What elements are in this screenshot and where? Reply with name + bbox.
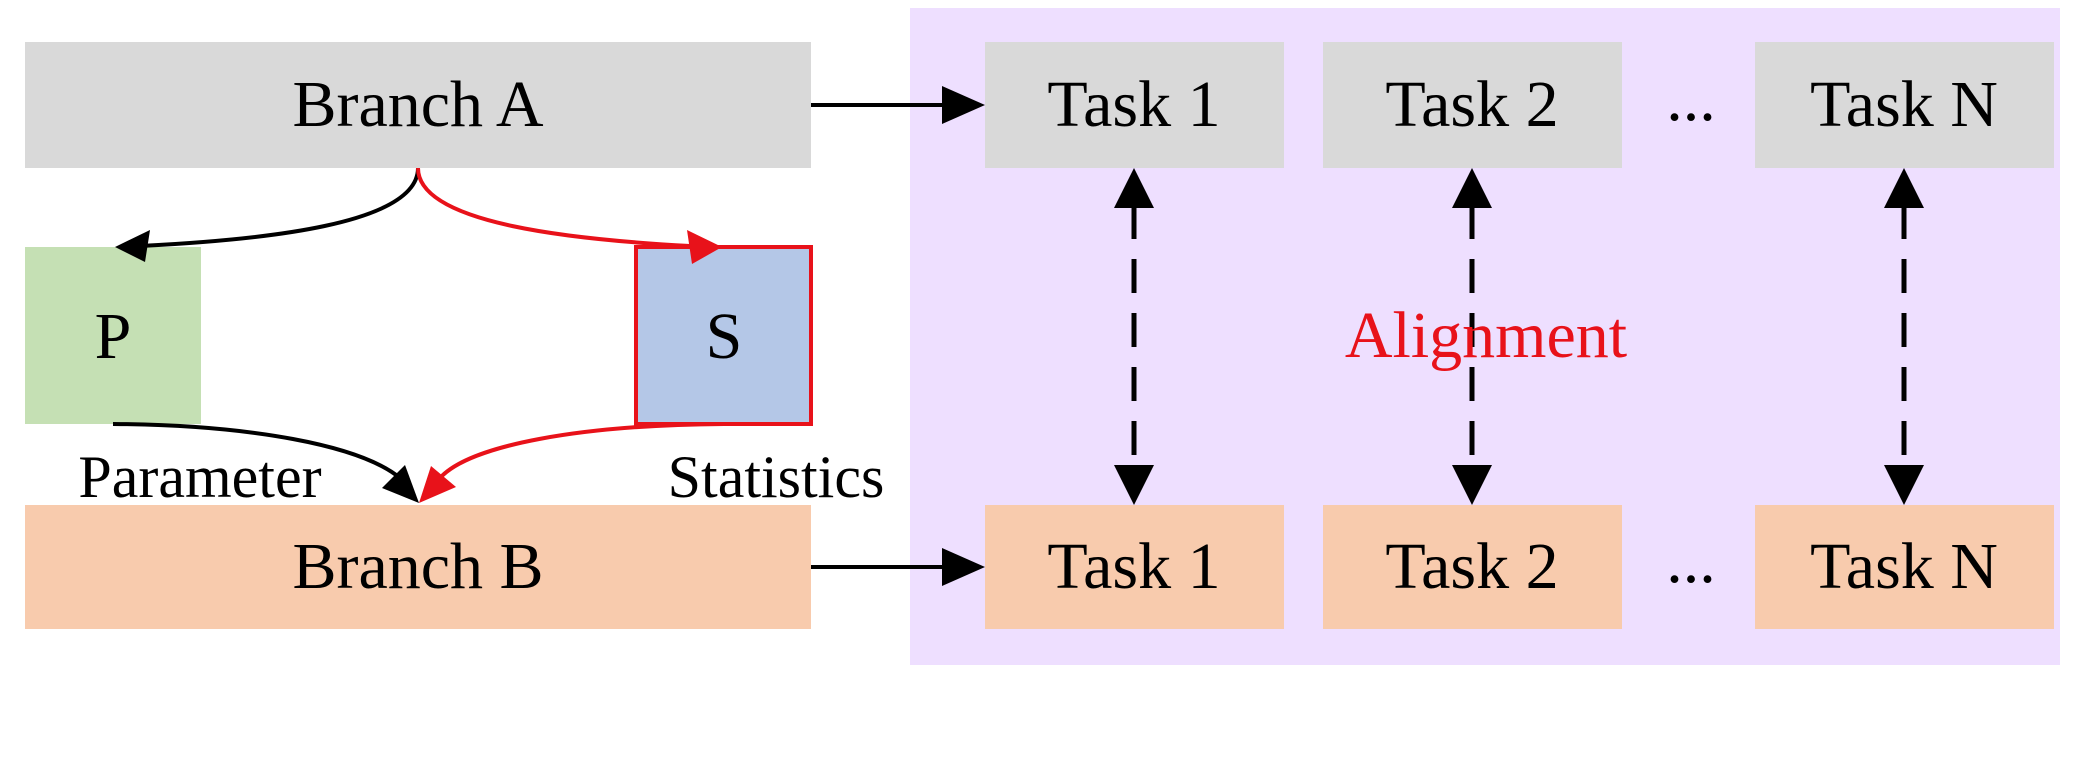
- branch-b-box: Branch B: [25, 505, 811, 629]
- statistics-box: S: [634, 245, 813, 426]
- branch-a-to-p-curve: [139, 167, 420, 248]
- task-b-2-label: Task 2: [1385, 530, 1558, 603]
- task-a-1: Task 1: [985, 42, 1284, 168]
- task-b-2: Task 2: [1323, 505, 1622, 629]
- task-a-2-label: Task 2: [1385, 68, 1558, 141]
- s-to-branch-b-arrowhead: [419, 466, 456, 503]
- alignment-arrow-n: [1884, 168, 1924, 505]
- branch-b-label: Branch B: [292, 530, 543, 603]
- task-b-n: Task N: [1755, 505, 2054, 629]
- branch-a-to-s-curve: [416, 167, 691, 248]
- task-b-ellipsis: ...: [1666, 524, 1716, 597]
- task-a-ellipsis: ...: [1666, 62, 1716, 135]
- statistics-box-label: S: [706, 300, 743, 373]
- task-b-1-label: Task 1: [1047, 530, 1220, 603]
- alignment-arrow-1: [1114, 168, 1154, 505]
- branch-a-to-s-arrowhead: [687, 230, 722, 264]
- parameter-box: P: [25, 247, 201, 424]
- parameter-caption: Parameter: [78, 444, 321, 510]
- branch-a-label: Branch A: [292, 68, 543, 141]
- alignment-arrow-2: [1452, 168, 1492, 505]
- branch-a-box: Branch A: [25, 42, 811, 168]
- task-b-1: Task 1: [985, 505, 1284, 629]
- parameter-box-label: P: [95, 300, 132, 373]
- statistics-caption: Statistics: [668, 444, 885, 510]
- branch-a-to-p-arrowhead: [115, 230, 150, 262]
- alignment-label: Alignment: [1345, 299, 1627, 372]
- s-to-branch-b-curve: [438, 422, 725, 480]
- branch-b-to-tasks-arrowhead: [942, 548, 985, 586]
- task-a-n: Task N: [1755, 42, 2054, 168]
- p-to-branch-b-curve: [112, 422, 402, 480]
- branch-a-to-tasks-arrowhead: [942, 86, 985, 124]
- task-a-1-label: Task 1: [1047, 68, 1220, 141]
- task-a-2: Task 2: [1323, 42, 1622, 168]
- p-to-branch-b-arrowhead: [382, 465, 419, 503]
- task-a-n-label: Task N: [1810, 68, 1998, 141]
- task-b-n-label: Task N: [1810, 530, 1998, 603]
